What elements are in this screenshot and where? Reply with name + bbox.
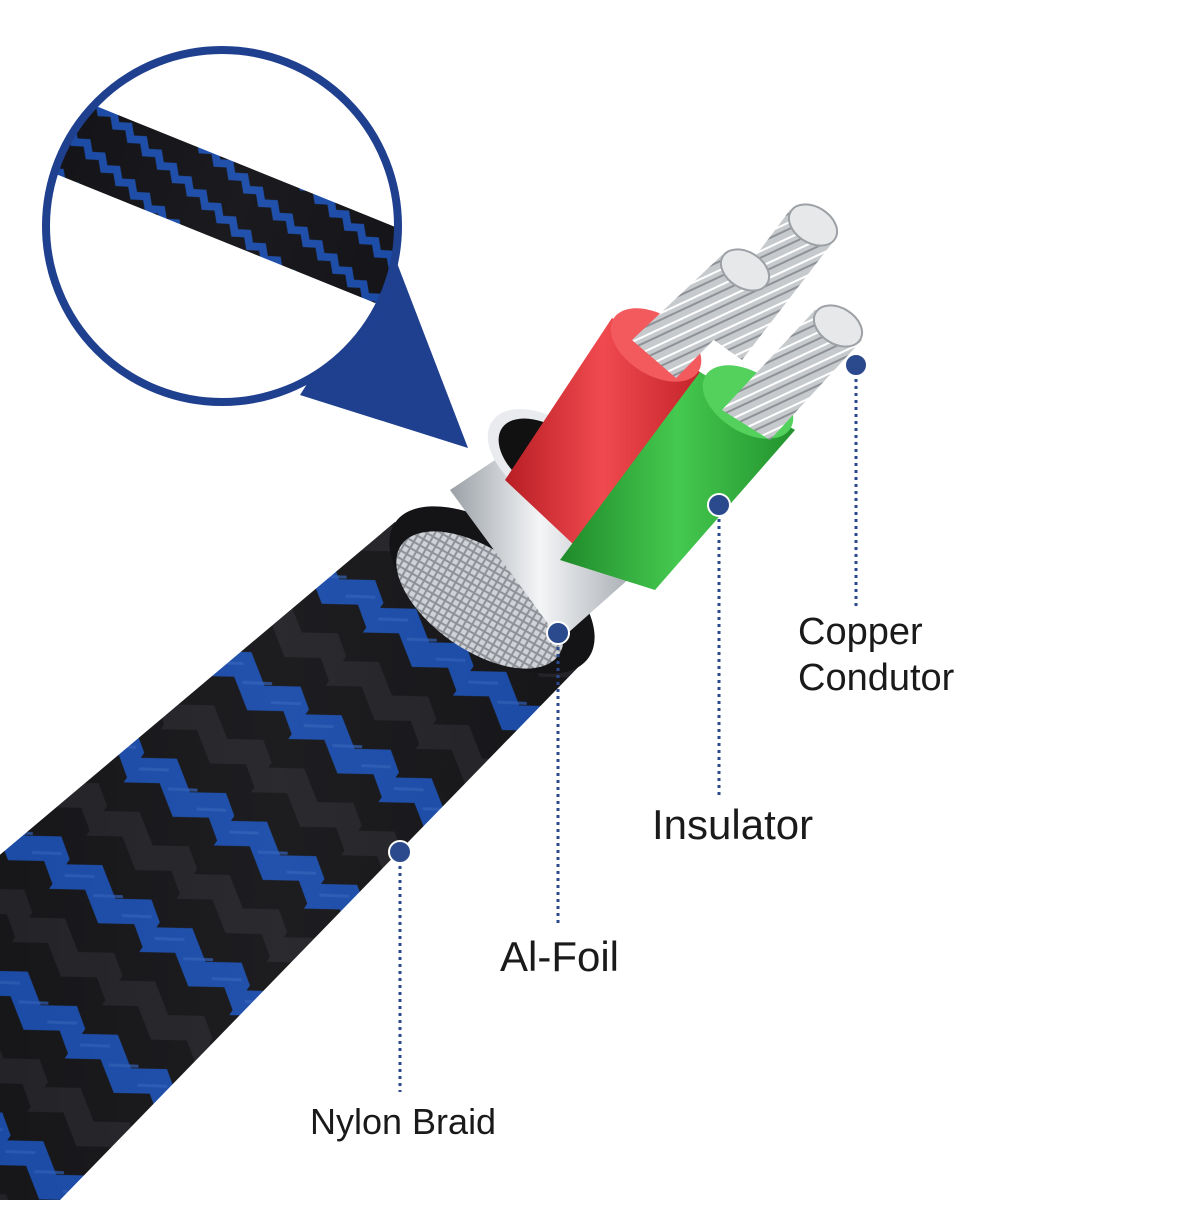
copper-label-line1: Copper bbox=[798, 611, 923, 653]
copper-conductor-label: Copper Condutor bbox=[798, 610, 954, 701]
leader-nylon-braid bbox=[388, 840, 412, 1092]
insulator-label: Insulator bbox=[652, 801, 814, 848]
al-foil-label: Al-Foil bbox=[500, 933, 620, 980]
leader-al-foil bbox=[546, 621, 570, 925]
nylon-braid-label: Nylon Braid bbox=[310, 1101, 497, 1142]
copper-conductors bbox=[632, 203, 864, 440]
magnifier-callout bbox=[42, 46, 468, 448]
copper-label-line2: Condutor bbox=[798, 656, 955, 699]
leader-insulator bbox=[707, 493, 731, 795]
mesh-shield bbox=[396, 531, 564, 669]
leader-copper bbox=[844, 353, 868, 610]
